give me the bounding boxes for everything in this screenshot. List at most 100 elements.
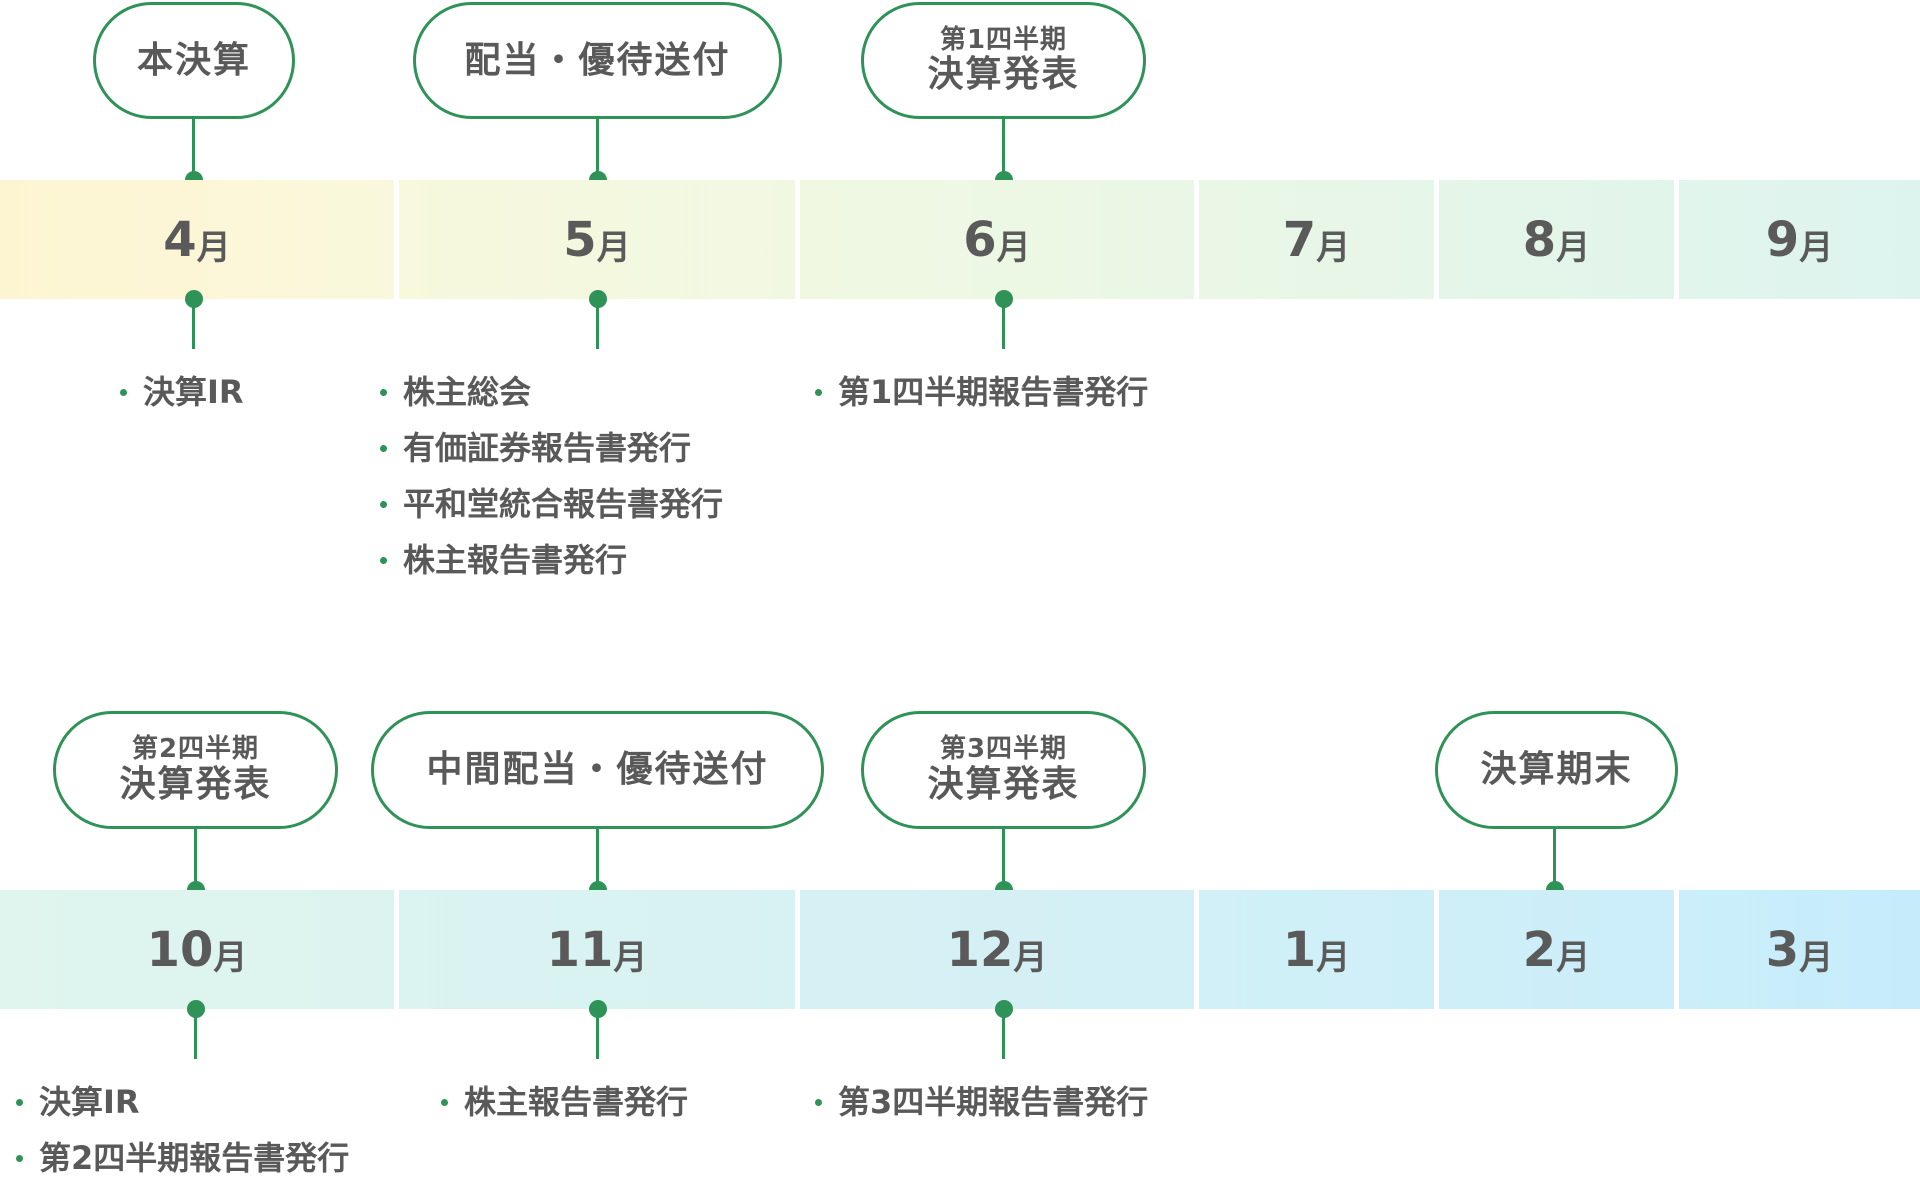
item-text: 有価証券報告書発行 bbox=[403, 429, 692, 467]
month-unit: 月 bbox=[1556, 938, 1591, 978]
item-text: 第1四半期報告書発行 bbox=[838, 373, 1149, 411]
bullet-icon bbox=[120, 388, 127, 396]
june-items: 第1四半期報告書発行 bbox=[815, 364, 1148, 420]
month-unit: 月 bbox=[1799, 228, 1834, 268]
bullet-icon bbox=[441, 1098, 448, 1106]
event-fiscal-year-end: 決算期末 bbox=[1435, 711, 1678, 829]
item-text: 決算IR bbox=[39, 1083, 140, 1121]
list-item: 有価証券報告書発行 bbox=[380, 420, 723, 476]
event-sublabel: 第2四半期 bbox=[131, 734, 260, 764]
november-items: 株主報告書発行 bbox=[441, 1074, 688, 1130]
connector-line bbox=[194, 1009, 197, 1059]
list-item: 第2四半期報告書発行 bbox=[16, 1130, 349, 1186]
bullet-icon bbox=[380, 500, 387, 508]
month-unit: 月 bbox=[1316, 938, 1351, 978]
item-text: 株主報告書発行 bbox=[464, 1083, 689, 1121]
bullet-icon bbox=[380, 556, 387, 564]
event-q1-results: 第1四半期 決算発表 bbox=[861, 2, 1146, 119]
bullet-icon bbox=[16, 1098, 23, 1106]
bullet-icon bbox=[815, 1098, 822, 1106]
connector-line bbox=[1002, 119, 1005, 180]
list-item: 決算IR bbox=[16, 1074, 349, 1130]
month-unit: 月 bbox=[1013, 938, 1048, 978]
month-unit: 月 bbox=[1799, 938, 1834, 978]
connector-line bbox=[596, 119, 599, 180]
item-text: 決算IR bbox=[143, 373, 244, 411]
month-unit: 月 bbox=[196, 228, 231, 268]
event-label: 配当・優待送付 bbox=[464, 39, 731, 81]
list-item: 平和堂統合報告書発行 bbox=[380, 476, 723, 532]
event-label: 本決算 bbox=[136, 39, 251, 81]
item-text: 株主報告書発行 bbox=[403, 541, 628, 579]
item-text: 株主総会 bbox=[403, 373, 532, 411]
december-items: 第3四半期報告書発行 bbox=[815, 1074, 1148, 1130]
month-number: 12 bbox=[946, 921, 1014, 978]
list-item: 株主総会 bbox=[380, 364, 723, 420]
event-label: 決算期末 bbox=[1480, 749, 1633, 791]
connector-line bbox=[596, 829, 599, 890]
month-unit: 月 bbox=[996, 228, 1031, 268]
connector-line bbox=[192, 119, 195, 180]
item-text: 第3四半期報告書発行 bbox=[838, 1083, 1149, 1121]
item-text: 第2四半期報告書発行 bbox=[39, 1139, 350, 1177]
month-number: 10 bbox=[146, 921, 214, 978]
connector-line bbox=[1553, 829, 1556, 890]
month-number: 5 bbox=[563, 211, 597, 268]
bullet-icon bbox=[380, 388, 387, 396]
month-number: 4 bbox=[163, 211, 197, 268]
connector-line bbox=[192, 299, 195, 349]
month-number: 3 bbox=[1765, 921, 1800, 978]
connector-line bbox=[194, 829, 197, 890]
event-label: 決算発表 bbox=[119, 763, 272, 805]
event-q2-results: 第2四半期 決算発表 bbox=[53, 711, 338, 829]
event-q3-results: 第3四半期 決算発表 bbox=[861, 711, 1146, 829]
bullet-icon bbox=[380, 444, 387, 452]
connector-line bbox=[1002, 299, 1005, 349]
october-items: 決算IR 第2四半期報告書発行 bbox=[16, 1074, 349, 1186]
month-number: 7 bbox=[1282, 211, 1317, 268]
month-number: 9 bbox=[1765, 211, 1800, 268]
list-item: 株主報告書発行 bbox=[441, 1074, 688, 1130]
bullet-icon bbox=[815, 388, 822, 396]
list-item: 決算IR bbox=[120, 364, 244, 420]
event-label: 中間配当・優待送付 bbox=[426, 749, 769, 791]
connector-line bbox=[1002, 1009, 1005, 1059]
month-unit: 月 bbox=[213, 938, 248, 978]
event-sublabel: 第1四半期 bbox=[939, 24, 1068, 55]
list-item: 第1四半期報告書発行 bbox=[815, 364, 1148, 420]
event-sublabel: 第3四半期 bbox=[939, 734, 1068, 764]
event-interim-dividend-benefits: 中間配当・優待送付 bbox=[371, 711, 824, 829]
may-items: 株主総会 有価証券報告書発行 平和堂統合報告書発行 株主報告書発行 bbox=[380, 364, 723, 588]
event-label: 決算発表 bbox=[927, 54, 1080, 96]
item-text: 平和堂統合報告書発行 bbox=[403, 485, 724, 523]
connector-line bbox=[596, 299, 599, 349]
event-label: 決算発表 bbox=[927, 763, 1080, 805]
connector-line bbox=[1002, 829, 1005, 890]
month-unit: 月 bbox=[1556, 228, 1591, 268]
month-unit: 月 bbox=[613, 938, 648, 978]
month-number: 8 bbox=[1522, 211, 1557, 268]
month-number: 11 bbox=[546, 921, 614, 978]
april-items: 決算IR bbox=[120, 364, 244, 420]
month-unit: 月 bbox=[596, 228, 631, 268]
event-dividend-benefits: 配当・優待送付 bbox=[413, 2, 782, 119]
list-item: 株主報告書発行 bbox=[380, 532, 723, 588]
month-number: 2 bbox=[1522, 921, 1557, 978]
list-item: 第3四半期報告書発行 bbox=[815, 1074, 1148, 1130]
bullet-icon bbox=[16, 1154, 23, 1162]
event-year-end-results: 本決算 bbox=[93, 2, 295, 119]
connector-line bbox=[596, 1009, 599, 1059]
month-unit: 月 bbox=[1316, 228, 1351, 268]
